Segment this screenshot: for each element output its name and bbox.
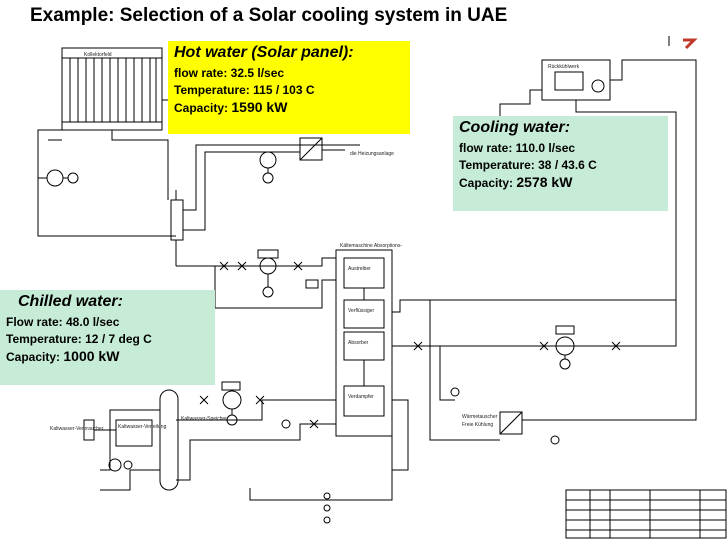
absorption-label: Kältemaschine Absorptions- xyxy=(340,243,402,249)
heat-exchanger-label: Wärmetauscher xyxy=(462,414,498,420)
chilled-water-capacity-value: 1000 kW xyxy=(63,348,120,364)
collector-label: Kollektorfeld xyxy=(84,52,112,58)
chilled-water-temperature: Temperature: 12 / 7 deg C xyxy=(6,332,152,346)
hot-water-capacity-value: 1590 kW xyxy=(231,99,288,115)
cooling-tower-label: Rückkühlwerk xyxy=(548,64,580,70)
absorption-chiller xyxy=(335,249,393,437)
condenser-label: Verflüssiger xyxy=(348,308,374,314)
cold-consumer-label: Kaltwasser-Verbraucher xyxy=(50,426,104,432)
cooling-water-heading: Cooling water: xyxy=(459,119,571,136)
generator-label: Austreiber xyxy=(348,266,371,272)
cold-storage-label: Kaltwasser-Speicher xyxy=(181,416,227,422)
hot-water-capacity: Capacity: 1590 kW xyxy=(174,99,404,117)
cooling-water-capacity-label: Capacity: xyxy=(459,176,514,190)
chilled-water-box: Chilled water: Flow rate: 48.0 l/sec Tem… xyxy=(0,290,215,385)
hot-water-heading: Hot water (Solar panel): xyxy=(174,44,354,61)
hot-water-temperature: Temperature: 115 / 103 C xyxy=(174,83,315,97)
solar-collector xyxy=(61,47,163,131)
hot-water-flow: flow rate: 32.5 l/sec xyxy=(174,66,285,80)
hot-water-box: Hot water (Solar panel): flow rate: 32.5… xyxy=(168,41,410,134)
free-cooling-label: Freie Kühlung xyxy=(462,422,493,428)
chilled-water-heading: Chilled water: xyxy=(18,293,123,310)
page-title: Example: Selection of a Solar cooling sy… xyxy=(30,5,508,26)
absorber-label: Absorber xyxy=(348,340,369,346)
cooling-water-capacity-value: 2578 kW xyxy=(516,174,573,190)
cooling-water-box: Cooling water: flow rate: 110.0 l/sec Te… xyxy=(453,116,668,211)
cold-storage-tank xyxy=(159,389,179,491)
cooling-water-flow: flow rate: 110.0 l/sec xyxy=(459,141,576,155)
heating-line-label: die Heizungsanlage xyxy=(350,151,394,157)
evaporator-label: Verdampfer xyxy=(348,394,374,400)
chilled-water-capacity: Capacity: 1000 kW xyxy=(6,348,209,366)
cold-distribution-label: Kaltwasser-Verteilung xyxy=(118,424,167,430)
cooling-water-capacity: Capacity: 2578 kW xyxy=(459,174,662,192)
cooling-water-temperature: Temperature: 38 / 43.6 C xyxy=(459,158,597,172)
hot-water-capacity-label: Capacity: xyxy=(174,101,229,115)
chilled-water-capacity-label: Capacity: xyxy=(6,350,61,364)
chilled-water-flow: Flow rate: 48.0 l/sec xyxy=(6,315,120,329)
